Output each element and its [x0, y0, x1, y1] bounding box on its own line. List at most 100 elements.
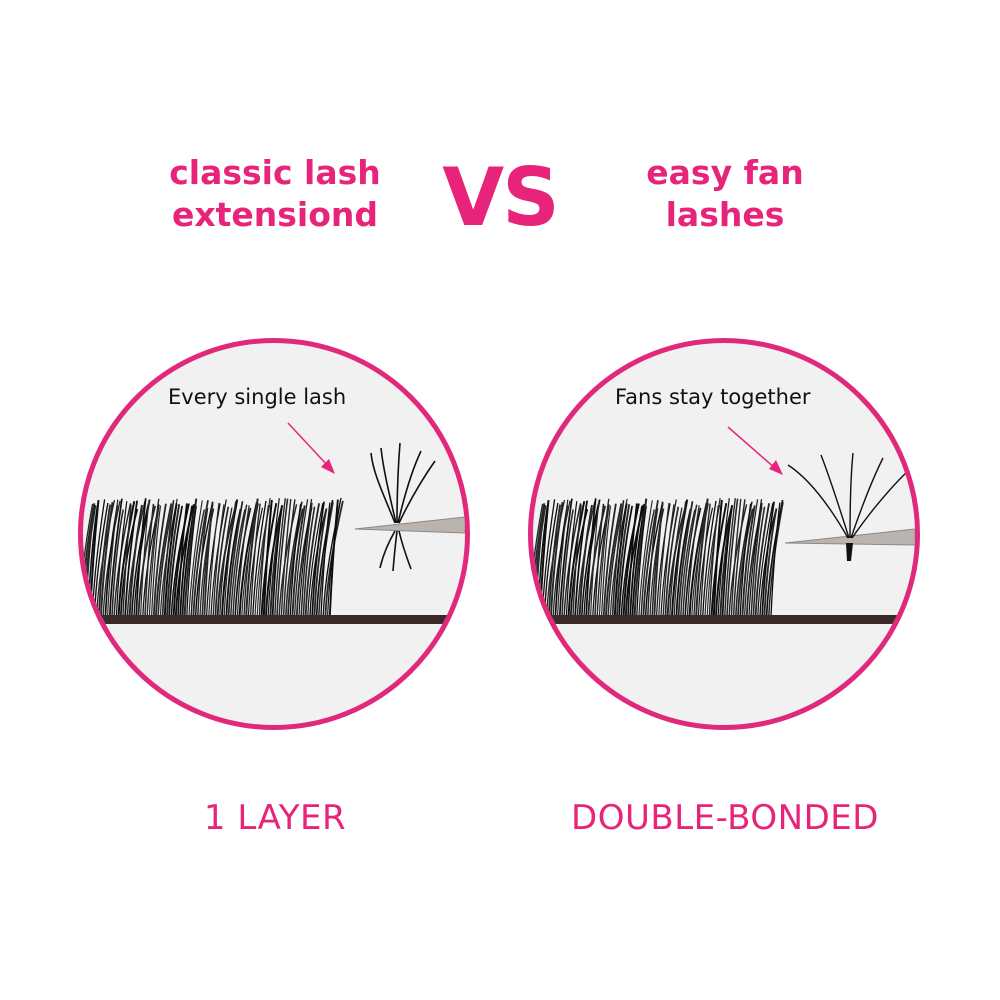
- lash-strand: [534, 505, 546, 617]
- lash-strand: [675, 508, 692, 617]
- lash-strand: [274, 498, 286, 617]
- left-caption: 1 LAYER: [203, 798, 347, 838]
- lash-strand: [206, 503, 221, 617]
- lash-strand: [656, 503, 671, 617]
- lash-strand: [157, 506, 174, 617]
- lash-strand: [680, 509, 696, 617]
- lash-strand: [601, 505, 612, 617]
- lash-strand: [717, 498, 730, 617]
- lash-strand: [276, 498, 289, 617]
- lash-strand: [708, 505, 720, 617]
- lash-strand: [631, 503, 646, 617]
- lash-strand: [124, 500, 138, 617]
- lash-strand: [328, 499, 339, 617]
- vs-label: VS: [442, 151, 560, 244]
- lash-strand: [177, 503, 188, 617]
- lash-strand: [89, 499, 100, 617]
- lash-strand: [578, 504, 593, 617]
- lash-strand: [642, 500, 659, 617]
- fan-lash-icon: [787, 452, 912, 539]
- lash-strand: [300, 502, 313, 617]
- lash-strand: [252, 500, 267, 617]
- lash-strand: [647, 507, 659, 617]
- lash-strand: [186, 505, 197, 617]
- lash-strand: [115, 501, 128, 617]
- lash-strand: [618, 505, 634, 617]
- lash-strand: [93, 502, 109, 617]
- lash-strip-base: [533, 615, 915, 624]
- lash-strand: [671, 499, 689, 617]
- lash-strand: [585, 498, 597, 617]
- lash-strand: [611, 500, 625, 617]
- lash-strand: [91, 499, 106, 617]
- lash-strand: [557, 499, 569, 617]
- lash-strand: [151, 505, 162, 617]
- lash-strand: [613, 503, 628, 617]
- lash-strand: [83, 503, 96, 602]
- classic-lash-photo: Every single lash: [78, 338, 470, 730]
- lash-strand: [243, 508, 257, 617]
- lash-strand: [673, 501, 687, 617]
- lash-strand: [567, 501, 586, 617]
- lash-strand: [558, 498, 573, 617]
- lash-strand: [179, 505, 193, 617]
- lash-strand: [677, 501, 694, 617]
- lash-strand: [208, 502, 220, 617]
- lash-strand: [227, 501, 244, 617]
- lash-strand: [223, 501, 237, 617]
- left-title: classic lash extensiond: [150, 152, 400, 236]
- lash-strand: [684, 507, 702, 617]
- lash-strand: [219, 507, 233, 617]
- lash-strip: [83, 497, 344, 617]
- lash-strand: [168, 505, 184, 617]
- lash-strand: [732, 499, 746, 617]
- lash-strand: [230, 509, 246, 617]
- lash-strand: [97, 504, 111, 617]
- classic-lash-illustration: [83, 422, 465, 624]
- lash-strand: [724, 498, 736, 617]
- lash-strand: [212, 504, 225, 617]
- lash-strand: [267, 498, 280, 617]
- lash-strand: [743, 499, 759, 617]
- lash-strand: [155, 503, 173, 617]
- lash-strand: [712, 499, 723, 617]
- lash-strand: [107, 499, 119, 617]
- lash-strand: [607, 506, 624, 617]
- lash-strand: [572, 504, 582, 617]
- lash-strand: [225, 508, 242, 617]
- lash-strand: [629, 505, 643, 617]
- lash-strand: [598, 507, 610, 617]
- lash-strand: [602, 503, 617, 617]
- lash-strand: [622, 503, 640, 617]
- lash-strand: [616, 504, 631, 617]
- lash-strand: [561, 509, 574, 617]
- tweezers-icon: [354, 516, 465, 534]
- lash-strand: [172, 503, 190, 617]
- lash-strand: [662, 504, 675, 617]
- lash-strand: [289, 503, 302, 617]
- lash-strand: [152, 503, 167, 617]
- right-annotation: Fans stay together: [615, 385, 811, 409]
- lash-strand: [627, 503, 638, 617]
- lash-strand: [166, 504, 181, 617]
- lash-strand: [748, 499, 763, 617]
- lash-strand: [763, 508, 778, 617]
- lash-strand: [245, 498, 259, 617]
- right-caption: DOUBLE-BONDED: [571, 798, 879, 838]
- lash-strand: [280, 498, 292, 617]
- lash-strand: [140, 499, 150, 617]
- right-title-line1: easy fan: [646, 153, 804, 192]
- lash-strand: [214, 506, 230, 617]
- lash-strand: [750, 502, 763, 617]
- lash-strand: [203, 501, 214, 617]
- arrow-icon: [287, 422, 335, 474]
- lash-strand: [122, 504, 132, 617]
- lash-strand: [146, 498, 160, 617]
- right-title: easy fan lashes: [600, 152, 850, 236]
- lash-strand: [658, 502, 670, 617]
- lash-strand: [533, 503, 544, 574]
- single-lash-bundle-icon: [370, 442, 436, 572]
- lash-strand: [135, 498, 147, 617]
- lash-strand: [282, 499, 296, 617]
- lash-strand: [695, 498, 709, 617]
